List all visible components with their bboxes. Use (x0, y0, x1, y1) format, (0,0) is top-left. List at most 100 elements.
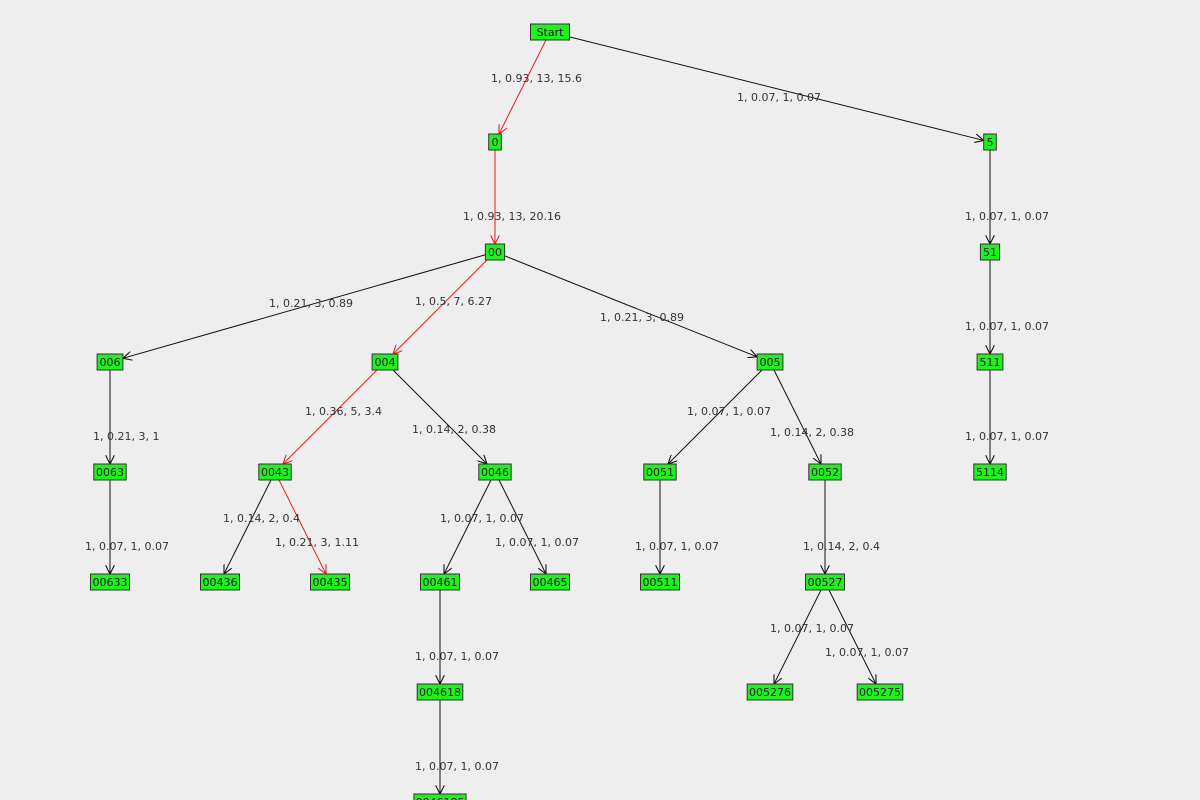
node-00435[interactable]: 00435 (310, 573, 350, 591)
node-label: 00633 (93, 576, 128, 589)
edge-label-005-to-0052: 1, 0.14, 2, 0.38 (770, 426, 854, 439)
node-box[interactable] (976, 353, 1004, 371)
node-box[interactable] (416, 683, 464, 701)
node-0046[interactable]: 0046 (478, 463, 512, 481)
node-00436[interactable]: 00436 (200, 573, 240, 591)
node-label: 004 (375, 356, 396, 369)
edge-label-51-to-511: 1, 0.07, 1, 0.07 (965, 320, 1049, 333)
node-0046185[interactable]: 0046185 (413, 793, 467, 800)
edge-label-00-to-005: 1, 0.21, 3, 0.89 (600, 311, 684, 324)
edge-label-005-to-0051: 1, 0.07, 1, 0.07 (687, 405, 771, 418)
edge-label-0063-to-00633: 1, 0.07, 1, 0.07 (85, 540, 169, 553)
node-box[interactable] (640, 573, 680, 591)
edge-label-5-to-51: 1, 0.07, 1, 0.07 (965, 210, 1049, 223)
node-label: 511 (980, 356, 1001, 369)
node-box[interactable] (746, 683, 794, 701)
node-label: 00436 (203, 576, 238, 589)
node-box[interactable] (530, 573, 570, 591)
node-box[interactable] (973, 463, 1007, 481)
edge-label-0051-to-00511: 1, 0.07, 1, 0.07 (635, 540, 719, 553)
edge-005-to-0052 (773, 369, 821, 464)
node-5114[interactable]: 5114 (973, 463, 1007, 481)
node-0043[interactable]: 0043 (258, 463, 292, 481)
edge-00527-to-005275 (828, 589, 876, 684)
node-label: 00511 (643, 576, 678, 589)
node-00461[interactable]: 00461 (420, 573, 460, 591)
node-box[interactable] (643, 463, 677, 481)
node-label: 0063 (96, 466, 124, 479)
edge-00-to-004 (393, 259, 488, 354)
node-label: 00465 (533, 576, 568, 589)
edge-00-to-006 (123, 254, 486, 359)
node-box[interactable] (413, 793, 467, 800)
edge-00-to-005 (504, 255, 757, 357)
node-00633[interactable]: 00633 (90, 573, 130, 591)
node-label: 005 (760, 356, 781, 369)
node-box[interactable] (310, 573, 350, 591)
edge-label-004618-to-0046185: 1, 0.07, 1, 0.07 (415, 760, 499, 773)
node-00511[interactable]: 00511 (640, 573, 680, 591)
node-box[interactable] (756, 353, 784, 371)
node-box[interactable] (488, 133, 502, 151)
edge-label-006-to-0063: 1, 0.21, 3, 1 (93, 430, 159, 443)
node-box[interactable] (808, 463, 842, 481)
node-label: 00527 (808, 576, 843, 589)
node-00465[interactable]: 00465 (530, 573, 570, 591)
node-label: 004618 (419, 686, 461, 699)
edge-0046-to-00461 (444, 479, 492, 574)
node-box[interactable] (983, 133, 997, 151)
node-004618[interactable]: 004618 (416, 683, 464, 701)
node-box[interactable] (90, 573, 130, 591)
node-005[interactable]: 005 (756, 353, 784, 371)
node-box[interactable] (258, 463, 292, 481)
node-5[interactable]: 5 (983, 133, 997, 151)
node-box[interactable] (96, 353, 124, 371)
node-0052[interactable]: 0052 (808, 463, 842, 481)
node-004[interactable]: 004 (371, 353, 399, 371)
edge-label-0043-to-00436: 1, 0.14, 2, 0.4 (223, 512, 300, 525)
node-box[interactable] (979, 243, 1001, 261)
node-box[interactable] (200, 573, 240, 591)
edge-label-0043-to-00435: 1, 0.21, 3, 1.11 (275, 536, 359, 549)
node-label: Start (537, 26, 565, 39)
node-box[interactable] (371, 353, 399, 371)
node-box[interactable] (530, 23, 570, 41)
edge-0046-to-00465 (498, 479, 546, 574)
node-label: 5114 (976, 466, 1004, 479)
edge-label-0046-to-00461: 1, 0.07, 1, 0.07 (440, 512, 524, 525)
edge-label-004-to-0043: 1, 0.36, 5, 3.4 (305, 405, 382, 418)
edge-004-to-0043 (283, 369, 378, 464)
node-label: 51 (983, 246, 997, 259)
node-label: 0043 (261, 466, 289, 479)
edge-label-00527-to-005276: 1, 0.07, 1, 0.07 (770, 622, 854, 635)
edge-label-004-to-0046: 1, 0.14, 2, 0.38 (412, 423, 496, 436)
node-00[interactable]: 00 (484, 243, 506, 261)
node-label: 0 (492, 136, 499, 149)
node-51[interactable]: 51 (979, 243, 1001, 261)
node-511[interactable]: 511 (976, 353, 1004, 371)
node-label: 0052 (811, 466, 839, 479)
node-start[interactable]: Start (530, 23, 570, 41)
edge-label-00-to-006: 1, 0.21, 3, 0.89 (269, 297, 353, 310)
node-005276[interactable]: 005276 (746, 683, 794, 701)
edge-004-to-0046 (392, 369, 487, 464)
node-label: 0051 (646, 466, 674, 479)
node-box[interactable] (856, 683, 904, 701)
node-006[interactable]: 006 (96, 353, 124, 371)
node-0063[interactable]: 0063 (93, 463, 127, 481)
node-label: 005276 (749, 686, 791, 699)
node-label: 0046 (481, 466, 509, 479)
node-0051[interactable]: 0051 (643, 463, 677, 481)
node-005275[interactable]: 005275 (856, 683, 904, 701)
node-00527[interactable]: 00527 (805, 573, 845, 591)
node-box[interactable] (484, 243, 506, 261)
node-box[interactable] (93, 463, 127, 481)
node-box[interactable] (805, 573, 845, 591)
edge-label-start-to-0: 1, 0.93, 13, 15.6 (491, 72, 582, 85)
node-0[interactable]: 0 (488, 133, 502, 151)
node-box[interactable] (478, 463, 512, 481)
node-box[interactable] (420, 573, 460, 591)
edge-00527-to-005276 (774, 589, 822, 684)
